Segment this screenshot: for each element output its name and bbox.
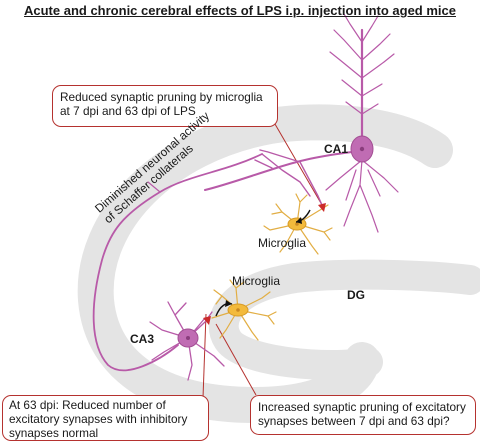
callout-line: Reduced synaptic pruning by microglia bbox=[60, 90, 263, 104]
callout-leaders bbox=[202, 111, 323, 399]
ca1-neuron bbox=[204, 13, 399, 233]
schaffer-collateral-axon bbox=[92, 153, 311, 372]
ca3-neuron bbox=[149, 301, 225, 381]
callout-synapses-63dpi: At 63 dpi: Reduced number of excitatory … bbox=[2, 395, 209, 441]
callout-line: At 63 dpi: Reduced number of bbox=[9, 398, 166, 412]
callout-increased-pruning: Increased synaptic pruning of excitatory… bbox=[250, 395, 476, 435]
label-microglia-bottom: Microglia bbox=[232, 274, 281, 288]
synapse-markers bbox=[203, 203, 326, 325]
callout-line: excitatory synapses with inhibitory bbox=[9, 412, 188, 426]
callout-line: at 7 dpi and 63 dpi of LPS bbox=[60, 104, 196, 118]
microglia-bottom bbox=[211, 279, 277, 341]
callout-line: Increased synaptic pruning of excitatory bbox=[258, 400, 466, 414]
callout-line: synapses normal bbox=[9, 426, 99, 440]
label-ca1: CA1 bbox=[324, 142, 349, 156]
label-microglia-top: Microglia bbox=[258, 236, 307, 250]
label-dg: DG bbox=[347, 288, 365, 302]
callout-line: synapses between 7 dpi and 63 dpi? bbox=[258, 414, 450, 428]
label-ca3: CA3 bbox=[130, 332, 155, 346]
callout-reduced-pruning: Reduced synaptic pruning by microglia at… bbox=[52, 85, 278, 127]
figure-title: Acute and chronic cerebral effects of LP… bbox=[24, 3, 456, 18]
